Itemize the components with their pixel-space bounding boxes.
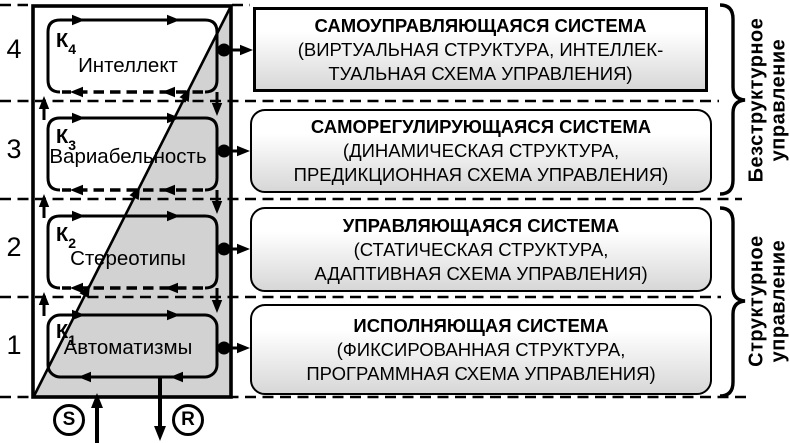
stimulus-terminal: S (53, 404, 85, 436)
level-name: Стереотипы (70, 247, 186, 270)
level-name: Автоматизмы (63, 336, 193, 359)
level-k-label: К4 (56, 30, 76, 57)
system-box-subtitle: (ДИНАМИЧЕСКАЯ СТРУКТУРА, ПРЕДИКЦИОННАЯ С… (293, 140, 669, 186)
brace-structural (719, 206, 746, 398)
stimulus-input-arrow (91, 393, 103, 443)
system-box-self-governing: САМОУПРАВЛЯЮЩАЯСЯ СИСТЕМА (ВИРТУАЛЬНАЯ С… (253, 7, 708, 92)
reaction-terminal: R (172, 404, 204, 436)
system-box-title: САМОРЕГУЛИРУЮЩАЯСЯ СИСТЕМА (310, 116, 652, 138)
system-box-subtitle: (ВИРТУАЛЬНАЯ СТРУКТУРА, ИНТЕЛЛЕК- ТУАЛЬН… (297, 38, 664, 84)
system-box-title: УПРАВЛЯЮЩАЯСЯ СИСТЕМА (342, 214, 620, 236)
k-base: К (56, 224, 69, 246)
level-to-system-links (217, 43, 253, 355)
brace-structureless (719, 3, 746, 196)
level-number: 1 (6, 330, 22, 360)
system-box-self-regulating: САМОРЕГУЛИРУЮЩАЯСЯ СИСТЕМА (ДИНАМИЧЕСКАЯ… (250, 109, 712, 193)
system-box-controlling: УПРАВЛЯЮЩАЯСЯ СИСТЕМА (СТАТИЧЕСКАЯ СТРУК… (250, 207, 712, 292)
system-box-title: ИСПОЛНЯЮЩАЯ СИСТЕМА (353, 314, 609, 336)
bracket-label-structural-control: Структурное управление (745, 235, 789, 367)
reaction-output-arrow (154, 377, 166, 441)
level-number: 3 (6, 134, 22, 164)
level-name: Интеллект (78, 54, 178, 77)
level-name: Вариабельность (49, 145, 207, 168)
k-base: К (56, 30, 69, 52)
system-box-executing: ИСПОЛНЯЮЩАЯ СИСТЕМА (ФИКСИРОВАННАЯ СТРУК… (250, 304, 712, 395)
level-k-label: К2 (56, 224, 76, 251)
level-number: 2 (6, 232, 22, 262)
level-number: 4 (6, 34, 22, 64)
system-box-subtitle: (ФИКСИРОВАННАЯ СТРУКТУРА, ПРОГРАММНАЯ СХ… (306, 338, 656, 384)
system-box-title: САМОУПРАВЛЯЮЩАЯСЯ СИСТЕМА (314, 14, 647, 36)
bracket-label-structureless-control: Безструктурное управление (745, 17, 789, 183)
system-box-subtitle: (СТАТИЧЕСКАЯ СТРУКТУРА, АДАПТИВНАЯ СХЕМА… (314, 238, 648, 284)
